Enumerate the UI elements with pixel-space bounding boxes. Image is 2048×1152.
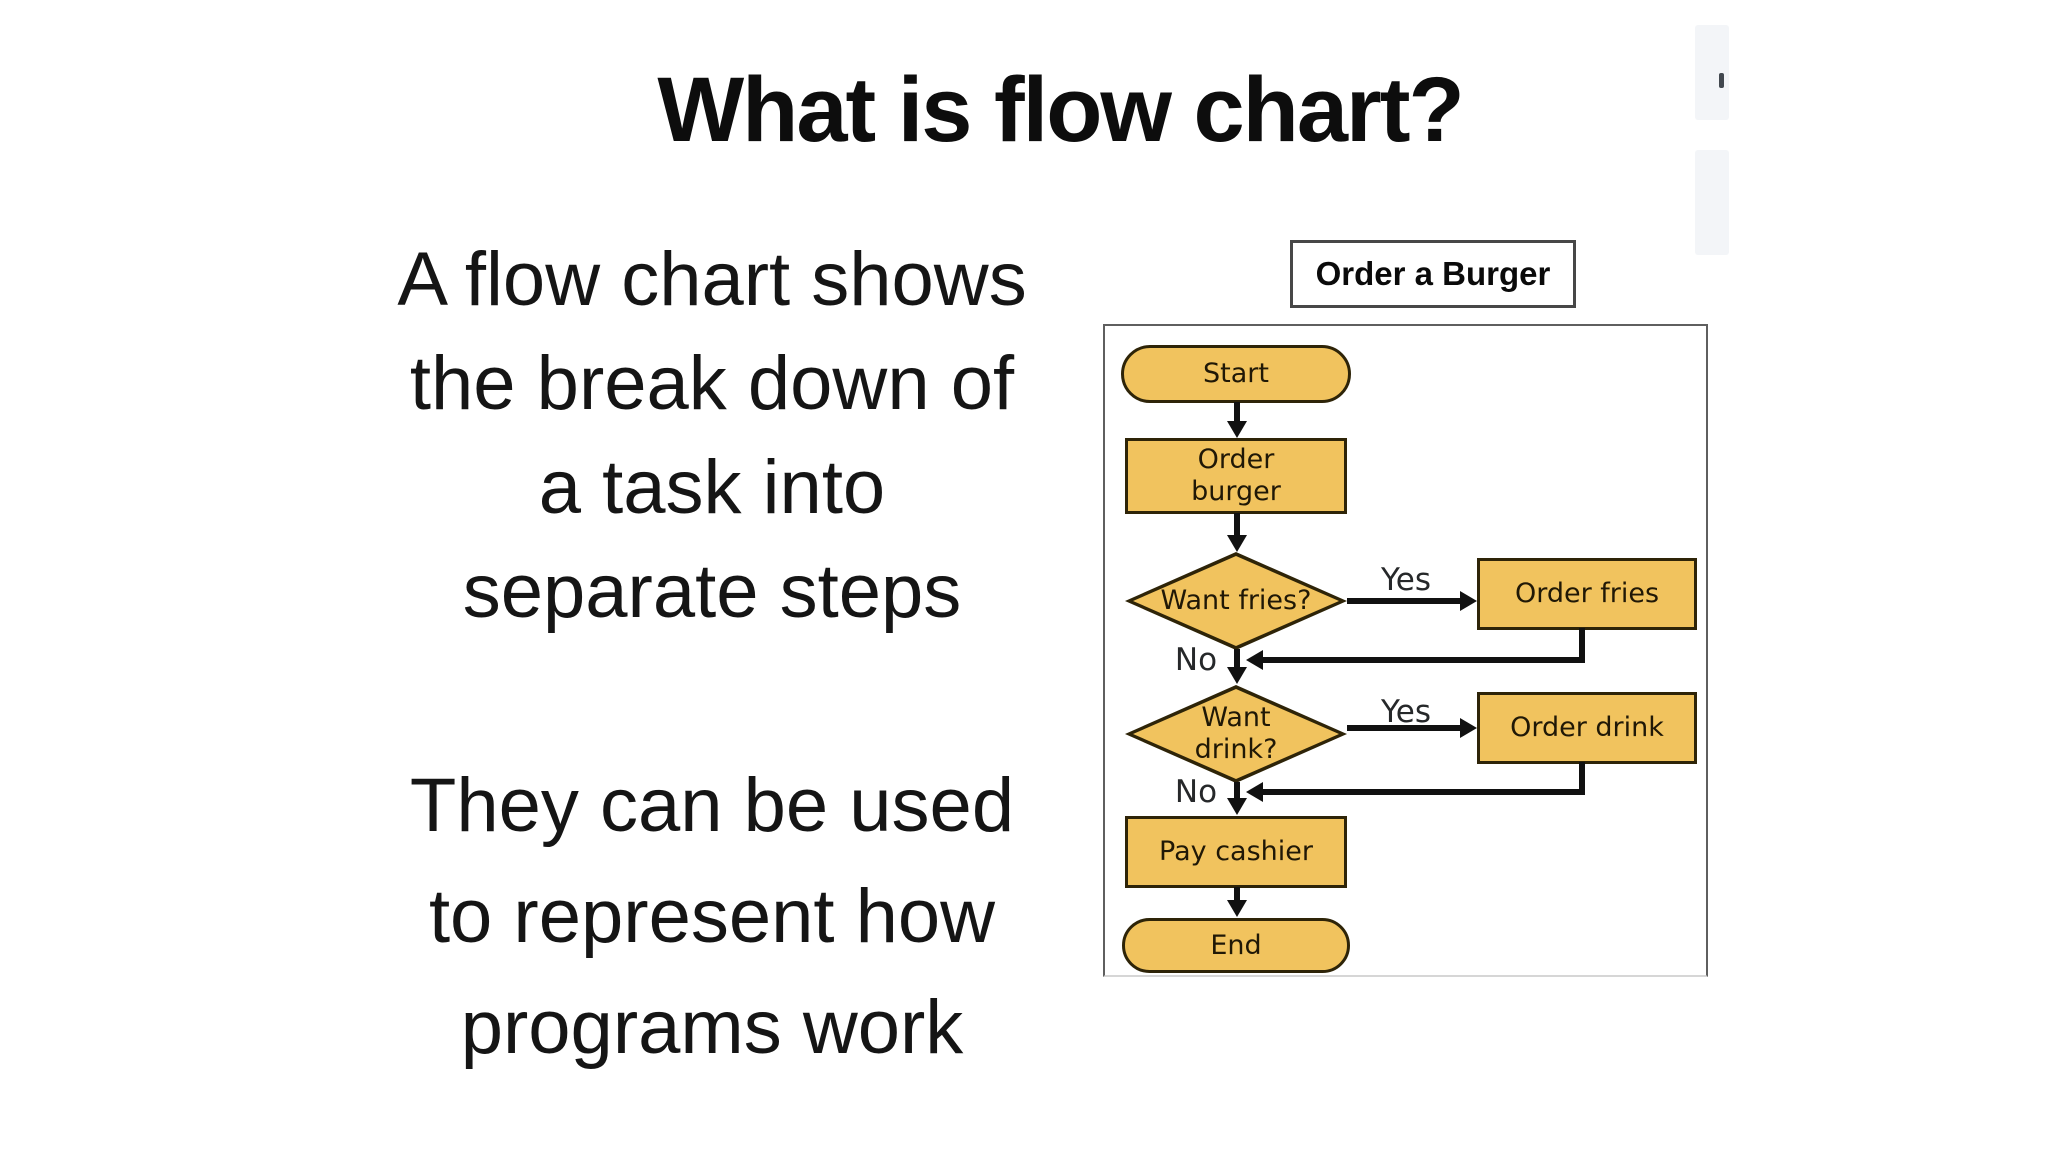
usage-paragraph: They can be used to represent how progra… — [340, 750, 1084, 1083]
arrowhead-down-icon — [1227, 900, 1247, 917]
node-order-drink: Order drink — [1477, 692, 1697, 764]
node-label-line: Order — [1197, 444, 1275, 476]
flow-line — [1347, 725, 1461, 731]
arrowhead-down-icon — [1227, 535, 1247, 552]
text-line: to represent how — [428, 874, 996, 959]
flow-line — [1234, 513, 1240, 536]
arrowhead-right-icon — [1460, 591, 1477, 611]
faint-rect-artifact-top — [1695, 25, 1729, 120]
edge-label-yes-drink: Yes — [1380, 694, 1432, 730]
edge-label-no-drink: No — [1174, 774, 1218, 810]
flow-line — [1579, 762, 1585, 794]
flow-line — [1261, 657, 1585, 663]
node-order-burger: Order burger — [1125, 438, 1347, 514]
arrowhead-down-icon — [1227, 798, 1247, 815]
flow-line — [1234, 649, 1240, 669]
node-label-line: Want — [1201, 702, 1271, 734]
arrowhead-left-icon — [1246, 782, 1263, 802]
flow-line — [1234, 782, 1240, 800]
text-line: A flow chart shows — [397, 237, 1027, 322]
node-pay-cashier: Pay cashier — [1125, 816, 1347, 888]
node-want-fries: Want fries? — [1125, 552, 1347, 650]
edge-label-no-fries: No — [1174, 642, 1218, 678]
flow-line — [1347, 598, 1461, 604]
flow-line — [1261, 789, 1585, 795]
flow-line — [1579, 628, 1585, 661]
node-start: Start — [1121, 345, 1351, 403]
edge-label-yes-fries: Yes — [1380, 562, 1432, 598]
faint-rect-artifact-bottom — [1695, 150, 1729, 255]
intro-paragraph: A flow chart shows the break down of a t… — [340, 228, 1084, 644]
node-label-line: drink? — [1194, 734, 1278, 765]
text-line: a task into — [538, 445, 886, 530]
dark-tick-artifact — [1719, 73, 1724, 88]
arrowhead-left-icon — [1246, 650, 1263, 670]
node-end: End — [1122, 918, 1350, 973]
arrowhead-down-icon — [1227, 667, 1247, 684]
flow-line — [1234, 402, 1240, 422]
node-want-drink: Want drink? — [1125, 685, 1347, 783]
text-line: separate steps — [462, 549, 962, 634]
text-line: programs work — [460, 985, 964, 1070]
page-title: What is flow chart? — [657, 59, 1464, 161]
text-line: the break down of — [409, 341, 1015, 426]
flow-line — [1234, 887, 1240, 902]
flowchart-caption: Order a Burger — [1290, 240, 1576, 308]
node-label: Want drink? — [1125, 685, 1347, 783]
arrowhead-right-icon — [1460, 718, 1477, 738]
node-order-fries: Order fries — [1477, 558, 1697, 630]
arrowhead-down-icon — [1227, 421, 1247, 438]
node-label: Want fries? — [1160, 585, 1312, 617]
node-label-line: burger — [1191, 476, 1281, 507]
text-line: They can be used — [409, 763, 1015, 848]
